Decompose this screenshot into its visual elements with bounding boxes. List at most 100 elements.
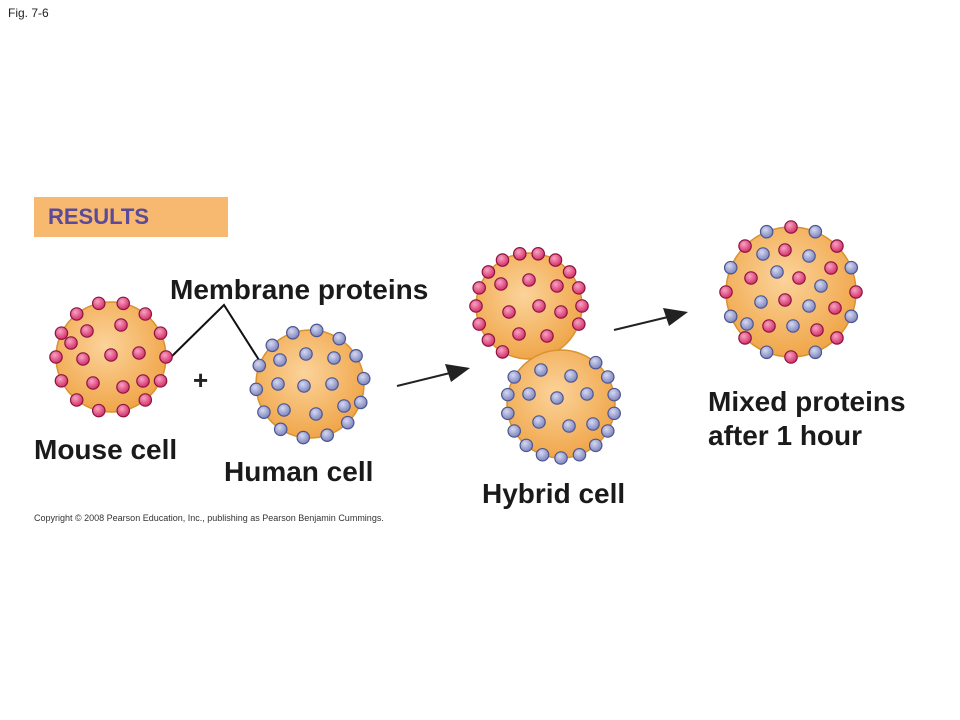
- human-protein: [327, 351, 341, 365]
- mouse-protein: [738, 239, 752, 253]
- human-protein: [320, 428, 334, 442]
- mouse-protein: [744, 271, 758, 285]
- mouse-protein: [69, 307, 84, 321]
- mouse-protein: [472, 317, 486, 331]
- mouse-protein: [114, 318, 128, 332]
- human-protein: [252, 358, 267, 373]
- human-protein: [353, 395, 368, 410]
- human-protein: [600, 424, 615, 438]
- human-protein: [786, 319, 800, 333]
- human-protein: [534, 363, 548, 377]
- mixed-proteins-label-line1: Mixed proteins: [708, 386, 906, 417]
- mouse-protein: [810, 323, 824, 337]
- mouse-cell: [49, 296, 173, 418]
- human-protein: [265, 338, 280, 353]
- mouse-protein: [86, 376, 100, 390]
- human-protein: [588, 355, 603, 370]
- human-protein: [273, 422, 288, 437]
- mixed-proteins-label-line2: after 1 hour: [708, 420, 863, 451]
- mouse-protein: [495, 345, 510, 359]
- mouse-protein: [824, 261, 838, 275]
- mouse-protein: [91, 296, 106, 311]
- mouse-protein: [784, 220, 798, 234]
- human-protein: [802, 249, 816, 263]
- human-protein: [507, 370, 522, 384]
- arrow-to-hybrid: [396, 364, 470, 387]
- mouse-protein: [719, 285, 733, 299]
- membrane-protein-pointer: [165, 303, 260, 363]
- mouse-protein: [69, 393, 84, 407]
- results-label: RESULTS: [34, 197, 228, 237]
- mouse-protein: [532, 299, 546, 313]
- mouse-protein: [481, 265, 496, 279]
- mouse-protein: [572, 281, 586, 295]
- mouse-protein: [54, 326, 69, 340]
- human-protein: [271, 377, 285, 391]
- human-protein: [356, 371, 371, 386]
- human-protein: [349, 349, 363, 363]
- human-protein: [550, 391, 564, 405]
- human-protein: [572, 447, 587, 462]
- human-protein: [522, 387, 536, 401]
- human-protein: [332, 331, 347, 346]
- human-protein: [564, 369, 578, 383]
- human-protein: [554, 451, 568, 465]
- mouse-protein: [104, 348, 118, 362]
- copyright-notice: Copyright © 2008 Pearson Education, Inc.…: [34, 513, 384, 523]
- mouse-protein: [80, 324, 94, 338]
- mouse-protein: [738, 331, 752, 345]
- human-protein: [273, 353, 287, 367]
- human-protein: [770, 265, 784, 279]
- human-protein: [844, 309, 859, 324]
- mouse-protein: [153, 326, 168, 340]
- mouse-protein: [153, 374, 168, 388]
- mixed-cell: [719, 220, 863, 364]
- human-protein: [754, 295, 768, 309]
- mouse-protein: [828, 301, 842, 315]
- mouse-protein: [522, 273, 536, 287]
- arrow-to-mixed: [613, 308, 688, 331]
- human-protein: [257, 405, 271, 419]
- mouse-protein: [116, 296, 131, 311]
- human-protein: [340, 415, 355, 430]
- mouse-protein: [849, 285, 863, 299]
- human-protein: [723, 260, 738, 275]
- mouse-cell-label: Mouse cell: [34, 434, 178, 465]
- human-protein: [507, 424, 522, 438]
- mouse-protein: [572, 317, 586, 331]
- hybrid-cell-label: Hybrid cell: [482, 478, 626, 509]
- plus-sign: +: [193, 365, 209, 395]
- mouse-protein: [64, 336, 78, 350]
- human-protein: [808, 224, 823, 239]
- human-protein: [296, 430, 311, 445]
- mouse-protein: [830, 331, 844, 345]
- mouse-protein: [76, 352, 90, 366]
- figure-number: Fig. 7-6: [8, 6, 49, 20]
- human-protein: [562, 419, 576, 433]
- human-protein: [844, 260, 859, 275]
- mouse-protein: [792, 271, 806, 285]
- human-protein: [501, 406, 515, 421]
- human-protein: [519, 438, 534, 453]
- human-protein: [299, 347, 313, 361]
- mouse-protein: [494, 277, 508, 291]
- human-protein: [588, 438, 603, 453]
- human-protein: [309, 407, 323, 421]
- mouse-protein: [136, 374, 150, 388]
- mouse-protein: [481, 333, 496, 347]
- mouse-protein: [830, 239, 844, 253]
- human-protein: [814, 279, 828, 293]
- human-protein: [580, 387, 594, 401]
- mouse-protein: [540, 329, 554, 343]
- mouse-protein: [138, 307, 153, 321]
- mouse-protein: [548, 253, 563, 267]
- human-protein: [586, 417, 600, 431]
- mouse-protein: [554, 305, 568, 319]
- mouse-protein: [495, 253, 510, 267]
- human-protein: [286, 326, 300, 340]
- human-protein: [535, 447, 550, 462]
- mouse-protein: [778, 243, 792, 257]
- mouse-protein: [512, 327, 526, 341]
- human-protein: [532, 415, 546, 429]
- mouse-protein: [512, 247, 527, 261]
